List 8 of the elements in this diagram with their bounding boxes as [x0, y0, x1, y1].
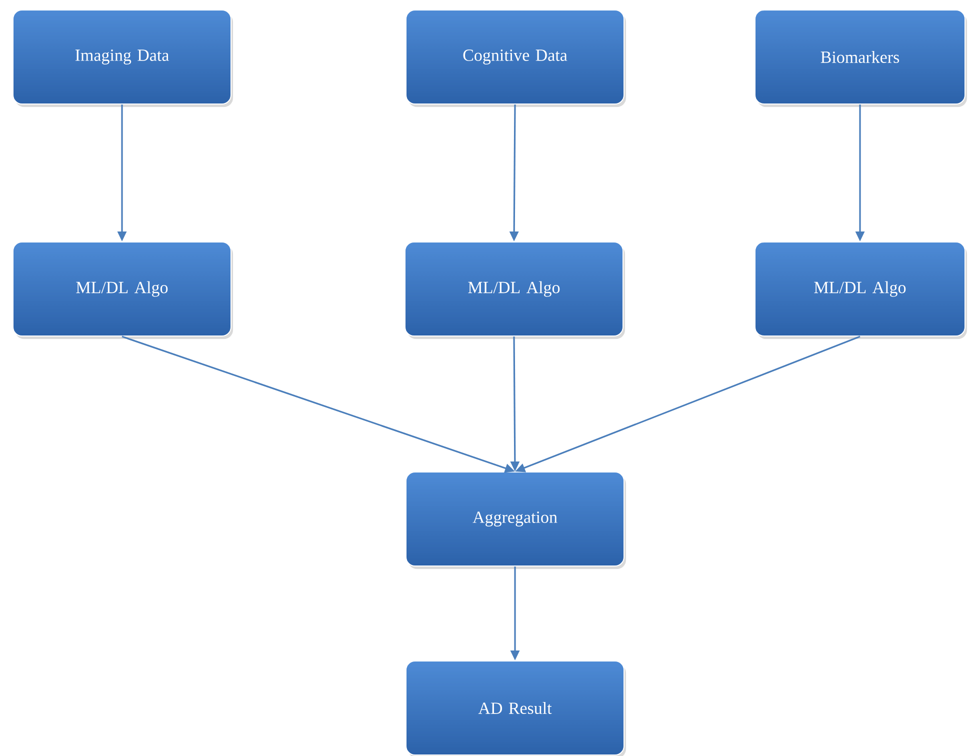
process-box: ML/DL Algo — [754, 242, 967, 339]
process-box: Biomarkers — [754, 10, 967, 107]
process-box: Aggregation — [406, 472, 626, 569]
process-box: AD Result — [406, 660, 626, 756]
process-box: Cognitive Data — [406, 10, 626, 107]
process-box: ML/DL Algo — [12, 242, 233, 339]
process-box: ML/DL Algo — [404, 242, 625, 339]
process-box: Imaging Data — [12, 10, 233, 107]
